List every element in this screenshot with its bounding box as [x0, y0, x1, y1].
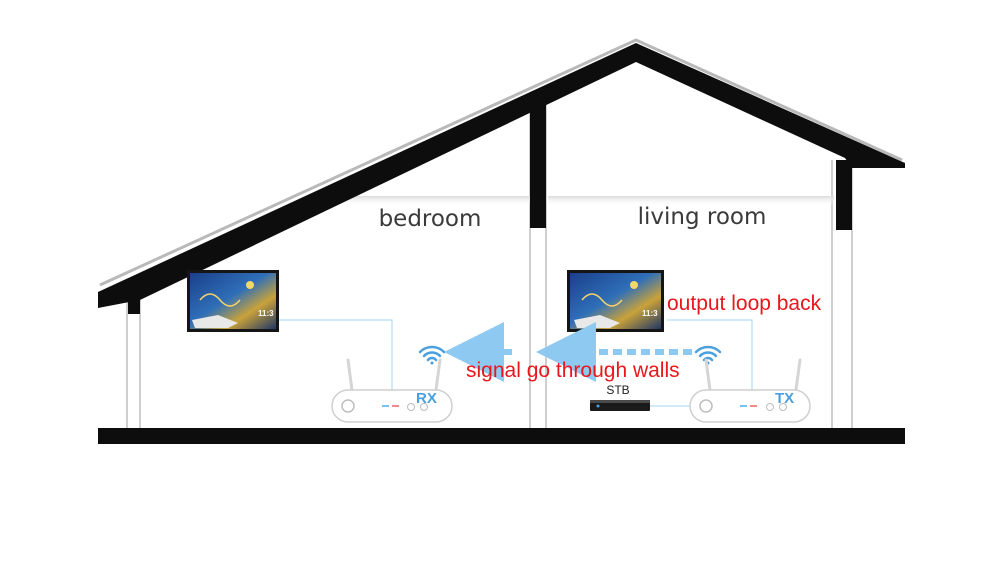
- living-room-tv-time: 11:3: [642, 309, 658, 318]
- bedroom-label: bedroom: [379, 206, 482, 232]
- floor: [98, 428, 905, 444]
- signal-through-walls-label: signal go through walls: [466, 359, 680, 382]
- rx-code: RX: [416, 390, 437, 407]
- output-loop-back-label: output loop back: [667, 292, 822, 315]
- living-room-tv: 11:3: [567, 270, 664, 332]
- set-top-box: STB: [590, 383, 650, 411]
- wifi-icon: [694, 345, 722, 365]
- tx-code: TX: [775, 390, 794, 407]
- roof: [98, 38, 905, 308]
- bedroom-tv-time: 11:3: [258, 309, 274, 318]
- bedroom-tv: 11:3: [187, 270, 279, 332]
- cables: [279, 319, 753, 407]
- stb-label: STB: [606, 383, 629, 397]
- rx-receiver: RX: [331, 358, 453, 423]
- living-room-label: living room: [638, 204, 767, 230]
- wifi-icon: [418, 345, 446, 365]
- tx-transmitter: TX: [689, 358, 811, 423]
